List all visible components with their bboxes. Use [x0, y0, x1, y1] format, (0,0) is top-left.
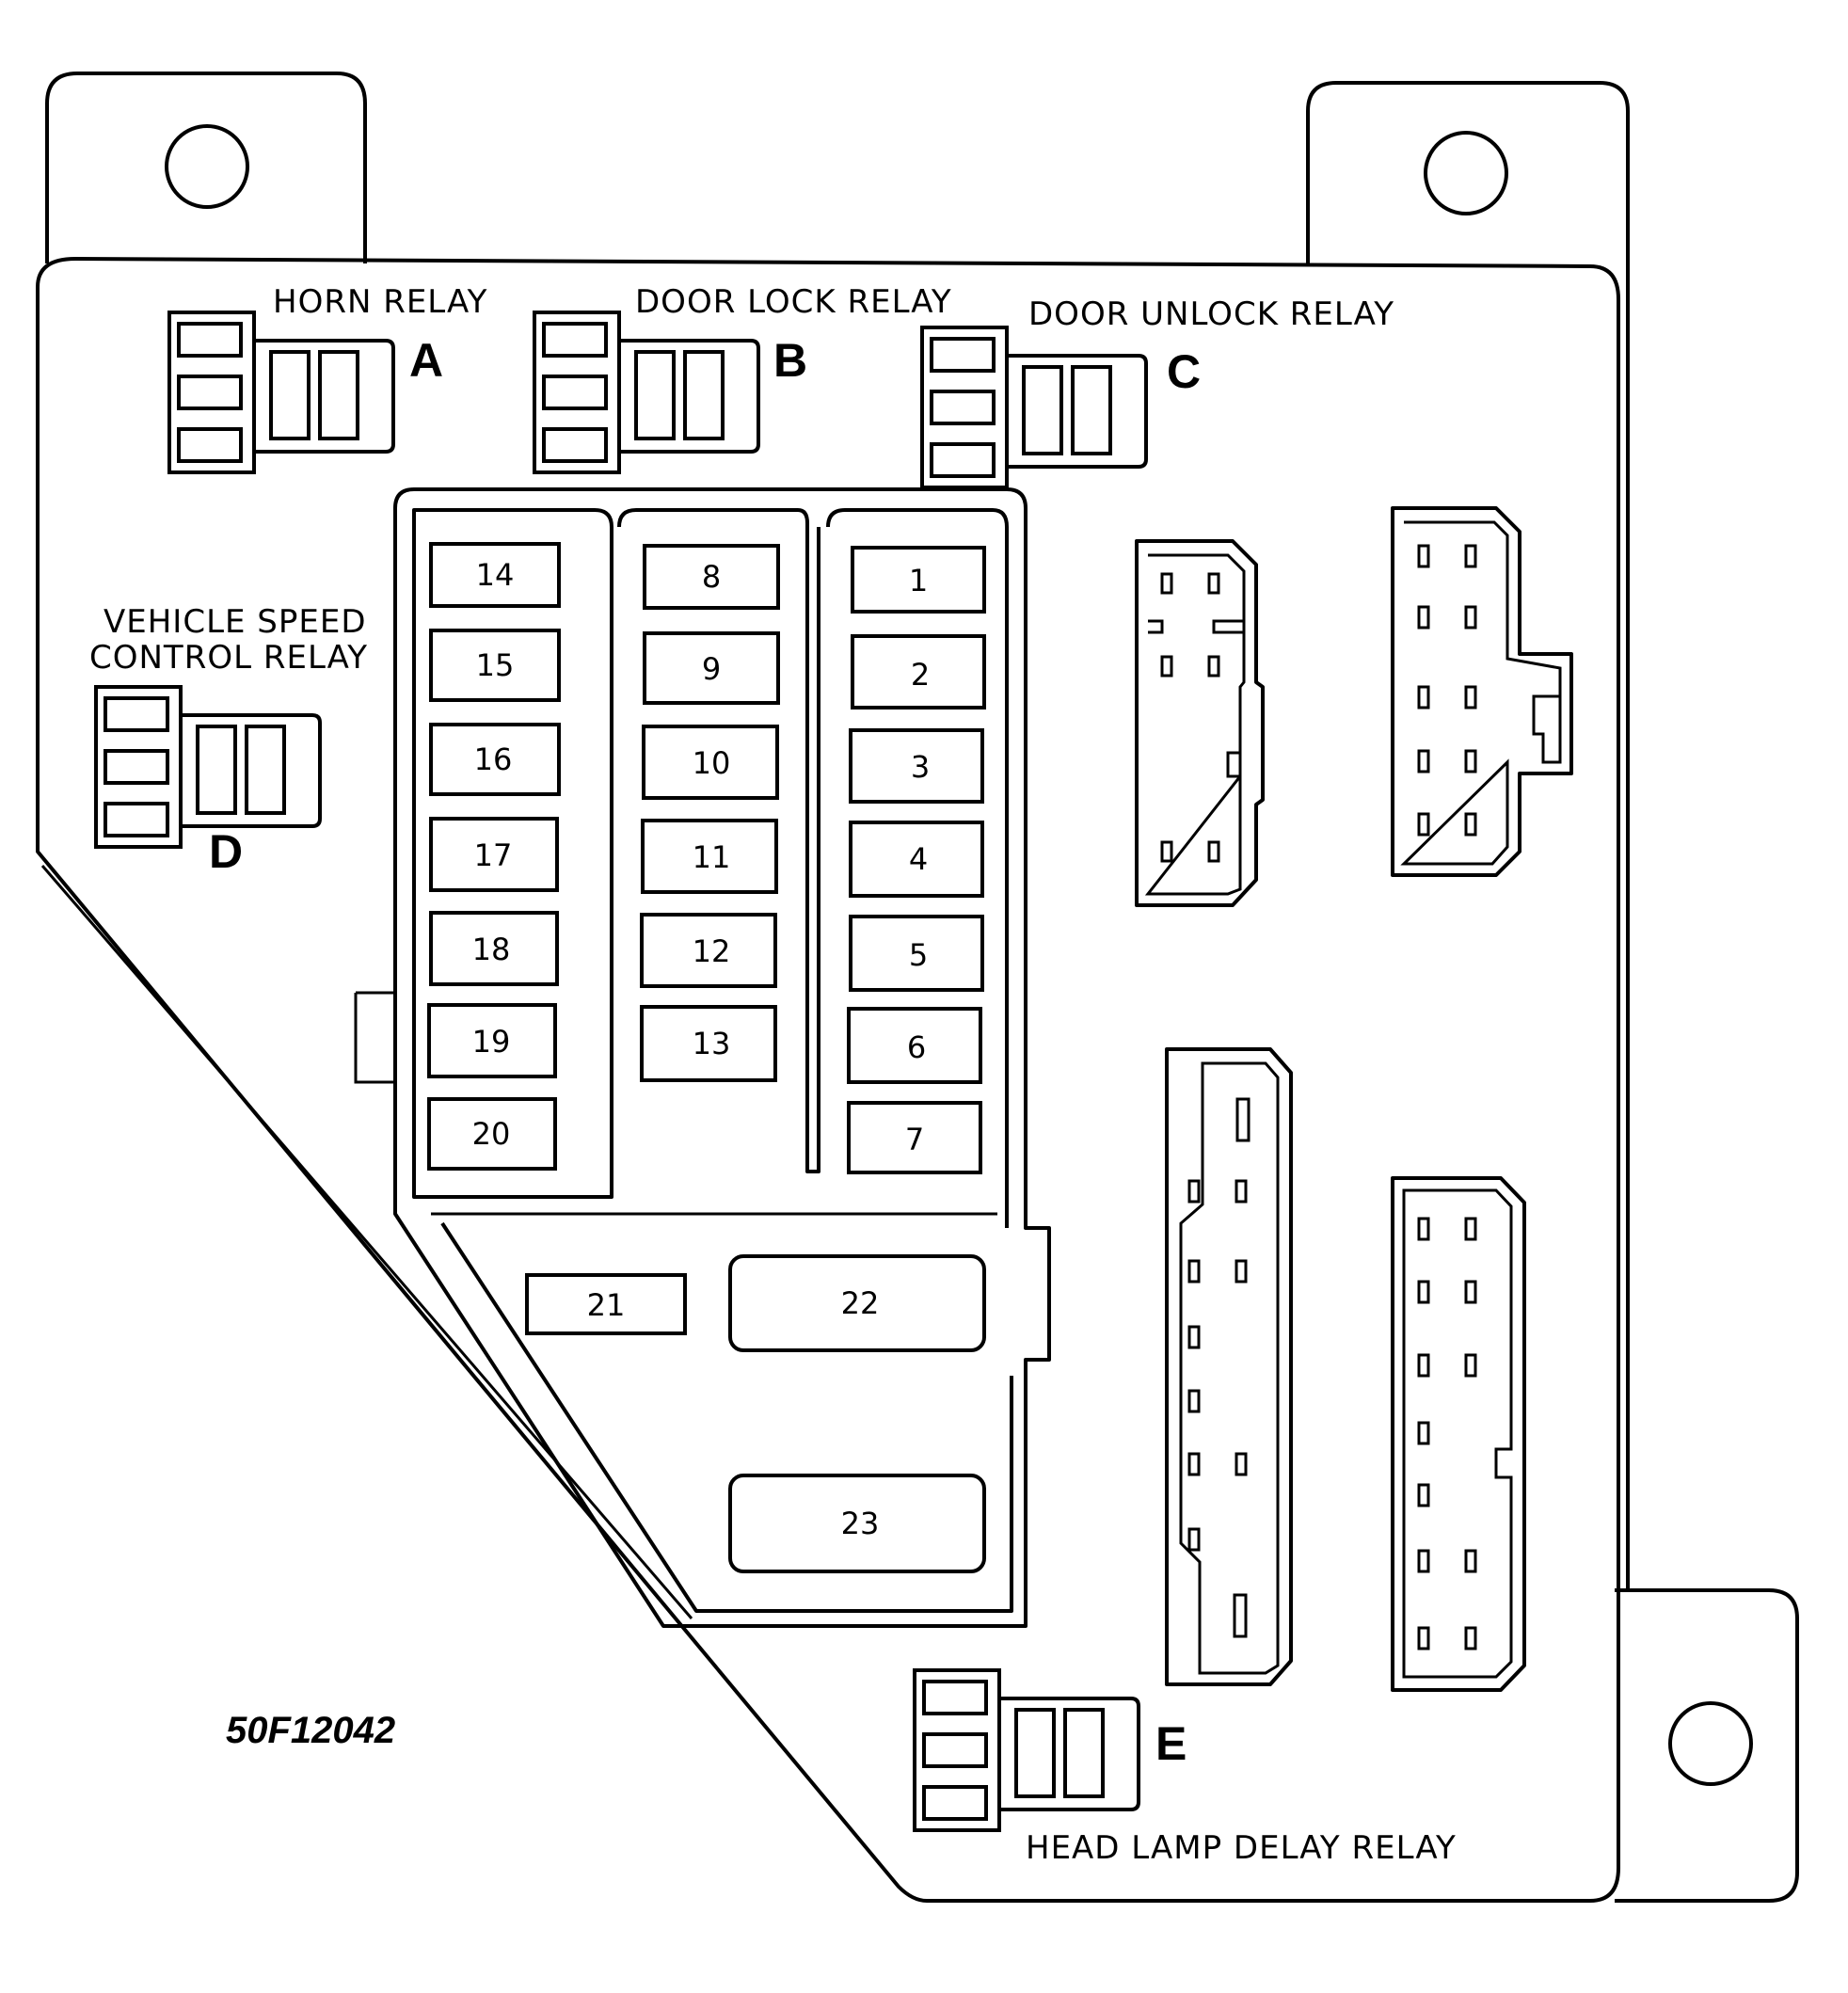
svg-text:7: 7: [905, 1122, 924, 1157]
fuse-12: 12: [640, 913, 777, 988]
fuse-15: 15: [429, 629, 561, 702]
connector-upper-left: [1135, 539, 1265, 907]
relay-b-letter: B: [773, 334, 807, 387]
fuse-13: 13: [640, 1005, 777, 1082]
fuse-column-middle: 8 9 10 11 12 13: [640, 544, 780, 1082]
relay-d-name-line1: VEHICLE SPEED: [104, 603, 367, 641]
svg-text:10: 10: [693, 745, 731, 781]
svg-text:5: 5: [909, 937, 928, 973]
fuse-10: 10: [642, 725, 779, 800]
relay-a-letter: A: [409, 334, 443, 387]
svg-text:16: 16: [474, 741, 513, 777]
svg-text:3: 3: [911, 749, 930, 785]
svg-text:6: 6: [907, 1029, 926, 1065]
relay-c-letter: C: [1167, 345, 1201, 398]
relay-b-door-lock: DOOR LOCK RELAY B: [533, 283, 952, 474]
right-mounting-hole: [1424, 131, 1508, 215]
connector-upper-right: [1391, 506, 1573, 877]
fuse-7: 7: [847, 1101, 982, 1174]
fuse-3: 3: [849, 728, 984, 804]
fuse-1: 1: [851, 546, 986, 614]
svg-text:20: 20: [472, 1116, 511, 1152]
connector-lower-left: [1165, 1047, 1293, 1686]
fuse-20: 20: [427, 1097, 557, 1171]
left-mounting-hole: [165, 124, 249, 209]
svg-text:13: 13: [693, 1026, 731, 1061]
fuse-19: 19: [427, 1003, 557, 1078]
fuse-9: 9: [643, 631, 780, 705]
fuse-18: 18: [429, 911, 559, 986]
svg-text:23: 23: [841, 1506, 880, 1541]
fuse-14: 14: [429, 542, 561, 608]
relay-d-name-line2: CONTROL RELAY: [89, 639, 368, 677]
fuse-17: 17: [429, 817, 559, 892]
relay-a-name: HORN RELAY: [273, 283, 487, 321]
fuse-column-right: 1 2 3 4 5 6 7: [847, 546, 986, 1174]
fuse-11: 11: [641, 819, 778, 894]
fuse-22: 22: [728, 1254, 986, 1352]
relay-e-head-lamp-delay: E HEAD LAMP DELAY RELAY: [913, 1668, 1457, 1867]
fuse-6: 6: [847, 1007, 982, 1084]
bottom-mounting-hole: [1668, 1701, 1753, 1786]
relay-e-letter: E: [1155, 1717, 1187, 1770]
svg-text:2: 2: [911, 657, 930, 693]
fuse-4: 4: [849, 821, 984, 898]
svg-text:9: 9: [702, 651, 721, 687]
fuse-23: 23: [728, 1474, 986, 1573]
svg-text:4: 4: [909, 841, 928, 877]
svg-text:12: 12: [693, 933, 731, 969]
svg-text:18: 18: [472, 932, 511, 967]
fuse-5: 5: [849, 915, 984, 992]
mounting-plate: [45, 72, 1799, 1903]
relay-e-name: HEAD LAMP DELAY RELAY: [1026, 1829, 1457, 1867]
relay-d-letter: D: [209, 825, 243, 878]
connector-lower-right: [1391, 1176, 1526, 1692]
figure-code: 50F12042: [226, 1710, 395, 1751]
relay-b-name: DOOR LOCK RELAY: [635, 283, 952, 321]
panel-inner-edge: [40, 865, 693, 1619]
relay-d-vehicle-speed: VEHICLE SPEED CONTROL RELAY D: [89, 603, 368, 878]
panel-outline: [36, 257, 1620, 1903]
fuse-column-left: 14 15 16 17 18 19 20: [427, 542, 561, 1171]
relay-c-door-unlock: DOOR UNLOCK RELAY C: [920, 295, 1394, 489]
fuse-21: 21: [525, 1273, 687, 1335]
fuse-2: 2: [851, 634, 986, 710]
fuse-16: 16: [429, 723, 561, 796]
svg-text:11: 11: [693, 839, 731, 875]
svg-text:14: 14: [476, 557, 515, 593]
svg-text:8: 8: [702, 559, 721, 595]
svg-text:17: 17: [474, 837, 513, 873]
fuse-block-housing: [354, 487, 1051, 1628]
svg-text:22: 22: [841, 1285, 880, 1321]
svg-text:21: 21: [587, 1287, 626, 1323]
relay-c-name: DOOR UNLOCK RELAY: [1028, 295, 1394, 333]
svg-text:1: 1: [909, 563, 928, 598]
fuse-8: 8: [643, 544, 780, 610]
relay-a-horn: HORN RELAY A: [167, 283, 487, 474]
svg-text:19: 19: [472, 1024, 511, 1060]
svg-text:15: 15: [476, 647, 515, 683]
